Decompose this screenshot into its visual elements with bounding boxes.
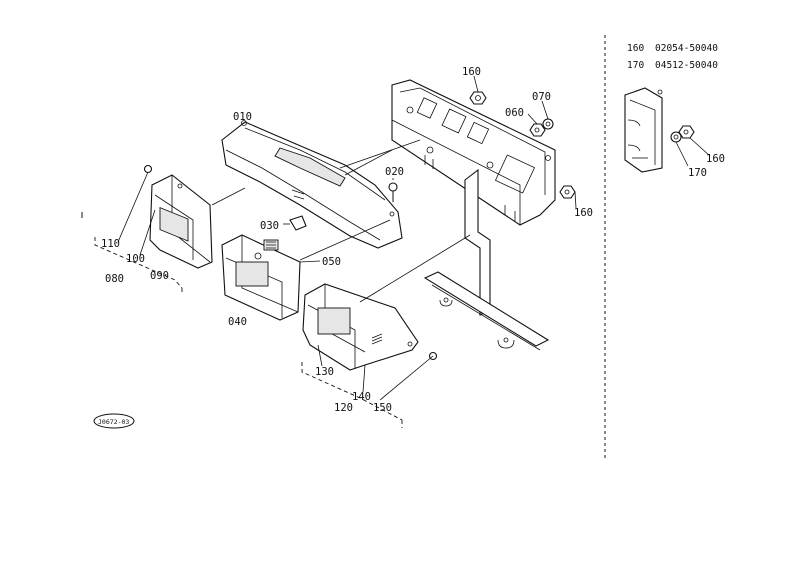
callout-130: 130 <box>315 366 334 378</box>
lamp-housing-080 <box>149 174 213 269</box>
callout-090: 090 <box>150 270 169 282</box>
callout-060: 060 <box>505 107 524 119</box>
callout-160-inset: 160 <box>706 153 725 165</box>
callout-110: 110 <box>101 238 120 250</box>
callout-010: 010 <box>233 111 252 123</box>
washer-070 <box>542 118 554 130</box>
callout-070: 070 <box>532 91 551 103</box>
callout-170-inset: 170 <box>688 167 707 179</box>
inset-detail <box>624 87 663 173</box>
callout-030: 030 <box>260 220 279 232</box>
callout-020: 020 <box>385 166 404 178</box>
callout-040: 040 <box>228 316 247 328</box>
nut-160-side <box>559 185 576 199</box>
screw-110 <box>143 164 153 174</box>
clip-030 <box>289 215 307 231</box>
callout-160-side: 160 <box>574 207 593 219</box>
parts-table: 160 02054-50040 170 04512-50040 <box>627 43 718 71</box>
callout-080: 080 <box>105 273 124 285</box>
panel-cover-010 <box>221 120 403 249</box>
support-stay <box>423 168 550 351</box>
parts-table-partno: 04512-50040 <box>655 60 718 71</box>
bolt-020 <box>388 182 398 202</box>
parts-table-ref: 160 <box>627 43 644 54</box>
drawing-code: J0672-03 <box>98 418 129 426</box>
parts-table-ref: 170 <box>627 60 644 71</box>
inset-washer-170 <box>670 131 682 143</box>
callout-150: 150 <box>373 402 392 414</box>
frame-bracket <box>391 79 556 226</box>
leader-lines <box>94 75 577 428</box>
drawing-code-stamp: J0672-03 <box>93 413 135 429</box>
lamp-housing-120 <box>302 283 419 371</box>
nut-160-top <box>469 91 487 105</box>
parts-table-partno: 02054-50040 <box>655 43 718 54</box>
callout-050: 050 <box>322 256 341 268</box>
callout-160-top: 160 <box>462 66 481 78</box>
nut-060 <box>529 123 546 137</box>
callout-100: 100 <box>126 253 145 265</box>
callout-120: 120 <box>334 402 353 414</box>
lamp-housing-040 <box>221 234 301 321</box>
callout-140: 140 <box>352 391 371 403</box>
